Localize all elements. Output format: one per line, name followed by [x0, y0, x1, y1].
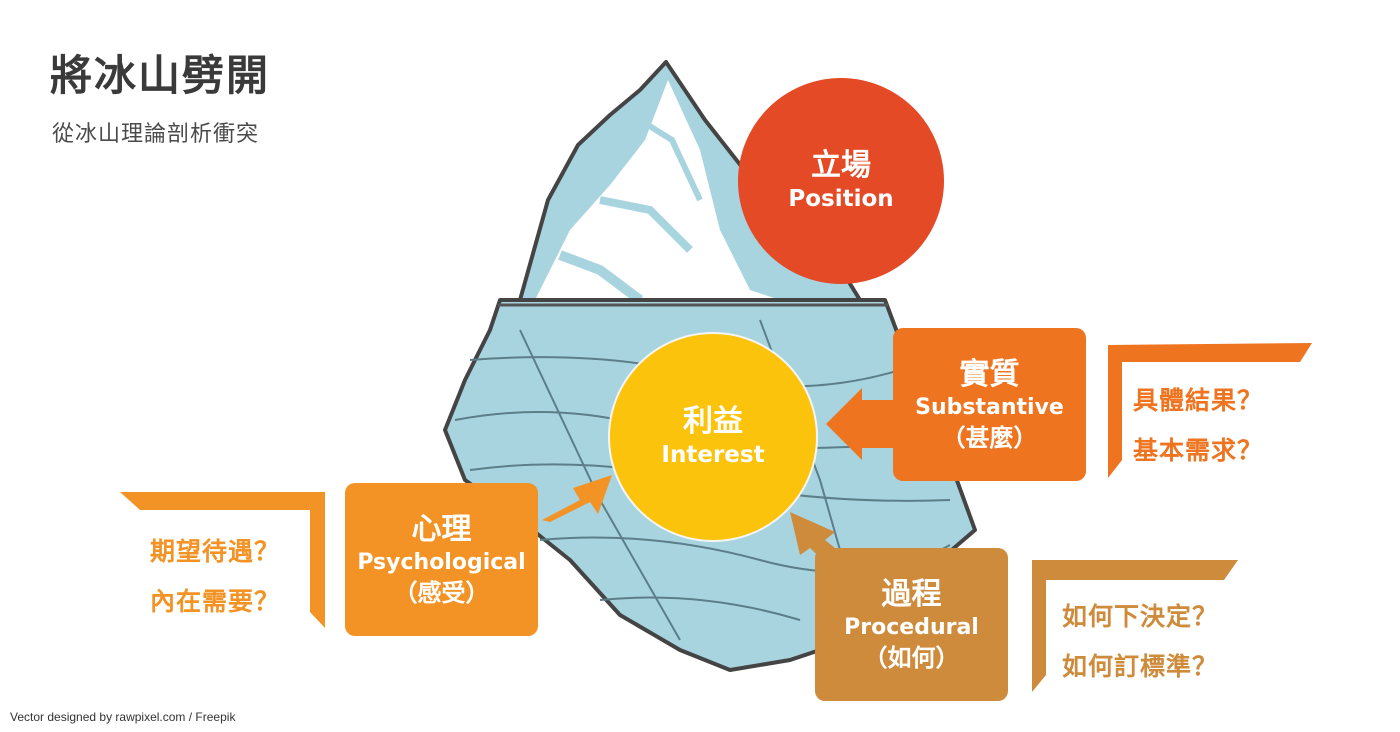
iceberg-snow	[535, 80, 780, 300]
arrow-substantive	[826, 388, 900, 460]
procedural-label-sub: （如何）	[863, 643, 960, 672]
interest-circle: 利益 Interest	[608, 332, 818, 542]
substantive-question: 基本需求？	[1133, 436, 1264, 465]
interest-label-en: Interest	[661, 441, 765, 468]
psychological-label-sub: （感受）	[393, 578, 490, 607]
psychological-box: 心理 Psychological （感受）	[345, 483, 538, 636]
position-label-zh: 立場	[811, 148, 871, 184]
bracket-procedural	[1032, 560, 1238, 692]
procedural-question: 如何訂標準？	[1062, 652, 1219, 681]
substantive-questions: 具體結果？ 基本需求？	[1133, 376, 1263, 476]
position-label-en: Position	[788, 185, 894, 212]
substantive-label-en: Substantive	[915, 395, 1064, 421]
substantive-question: 具體結果？	[1133, 386, 1264, 415]
page-subtitle: 從冰山理論剖析衝突	[52, 122, 260, 147]
substantive-label-zh: 實質	[959, 357, 1020, 393]
procedural-questions: 如何下決定？ 如何訂標準？	[1062, 592, 1218, 692]
psychological-question: 內在需要？	[150, 587, 281, 616]
interest-label-zh: 利益	[683, 404, 743, 440]
arrow-psychological	[542, 475, 612, 522]
substantive-box: 實質 Substantive （甚麼）	[893, 328, 1086, 481]
bracket-psychological	[120, 492, 325, 628]
page-title: 將冰山劈開	[50, 51, 271, 100]
procedural-box: 過程 Procedural （如何）	[815, 548, 1008, 701]
procedural-label-en: Procedural	[844, 615, 979, 641]
substantive-label-sub: （甚麼）	[941, 423, 1038, 452]
position-circle: 立場 Position	[738, 78, 944, 284]
bracket-substantive	[1108, 343, 1312, 478]
procedural-label-zh: 過程	[881, 577, 942, 613]
psychological-question: 期望待遇？	[150, 537, 281, 566]
procedural-question: 如何下決定？	[1062, 602, 1219, 631]
image-credit: Vector designed by rawpixel.com / Freepi…	[10, 710, 236, 724]
psychological-questions: 期望待遇？ 內在需要？	[150, 527, 280, 627]
psychological-label-zh: 心理	[411, 512, 472, 548]
psychological-label-en: Psychological	[357, 550, 526, 576]
